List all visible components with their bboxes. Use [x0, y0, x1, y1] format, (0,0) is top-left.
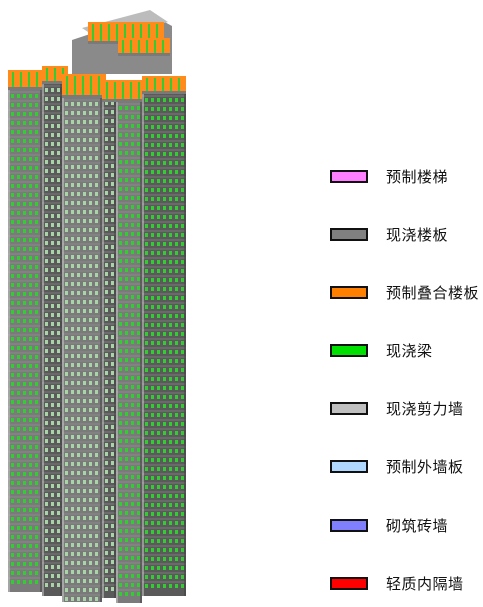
legend-label: 现浇楼板 [386, 225, 449, 244]
roof-slab [62, 74, 106, 98]
legend-item-precast-composite-slab: 预制叠合楼板 [330, 282, 480, 302]
legend-swatch [330, 576, 368, 590]
legend-label: 预制外墙板 [386, 458, 464, 477]
legend: 预制楼梯 现浇楼板 预制叠合楼板 现浇梁 现浇剪力墙 预制外墙板 砌筑砖墙 轻 [330, 166, 480, 607]
legend-swatch [330, 460, 368, 474]
legend-swatch [330, 169, 368, 183]
tower-segment [62, 96, 102, 602]
legend-label: 预制楼梯 [386, 167, 449, 186]
legend-item-precast-stair: 预制楼梯 [330, 166, 480, 186]
legend-item-precast-exterior-panel: 预制外墙板 [330, 457, 480, 477]
legend-swatch [330, 285, 368, 299]
roof-components [8, 22, 186, 102]
legend-swatch [330, 402, 368, 416]
tower-segment [42, 82, 62, 596]
legend-item-light-partition: 轻质内隔墙 [330, 573, 480, 593]
legend-swatch [330, 518, 368, 532]
legend-label: 砌筑砖墙 [386, 516, 449, 535]
building-3d-model [8, 10, 186, 603]
roof-slab [8, 70, 42, 90]
roof-slab [102, 80, 142, 102]
legend-item-cast-shear-wall: 现浇剪力墙 [330, 399, 480, 419]
roof-slab [118, 38, 170, 56]
tower-segment [8, 88, 42, 592]
legend-swatch [330, 227, 368, 241]
legend-label: 轻质内隔墙 [386, 574, 464, 593]
legend-item-masonry-wall: 砌筑砖墙 [330, 515, 480, 535]
legend-label: 现浇剪力墙 [386, 400, 464, 419]
legend-item-cast-slab: 现浇楼板 [330, 224, 480, 244]
legend-label: 预制叠合楼板 [386, 283, 480, 302]
legend-label: 现浇梁 [386, 342, 433, 361]
tower-blocks [8, 82, 186, 603]
tower-segment [116, 100, 142, 603]
roof-slab [142, 76, 186, 94]
legend-swatch [330, 344, 368, 358]
tower-segment [102, 86, 116, 598]
tower-segment [142, 92, 186, 596]
legend-item-cast-beam: 现浇梁 [330, 341, 480, 361]
